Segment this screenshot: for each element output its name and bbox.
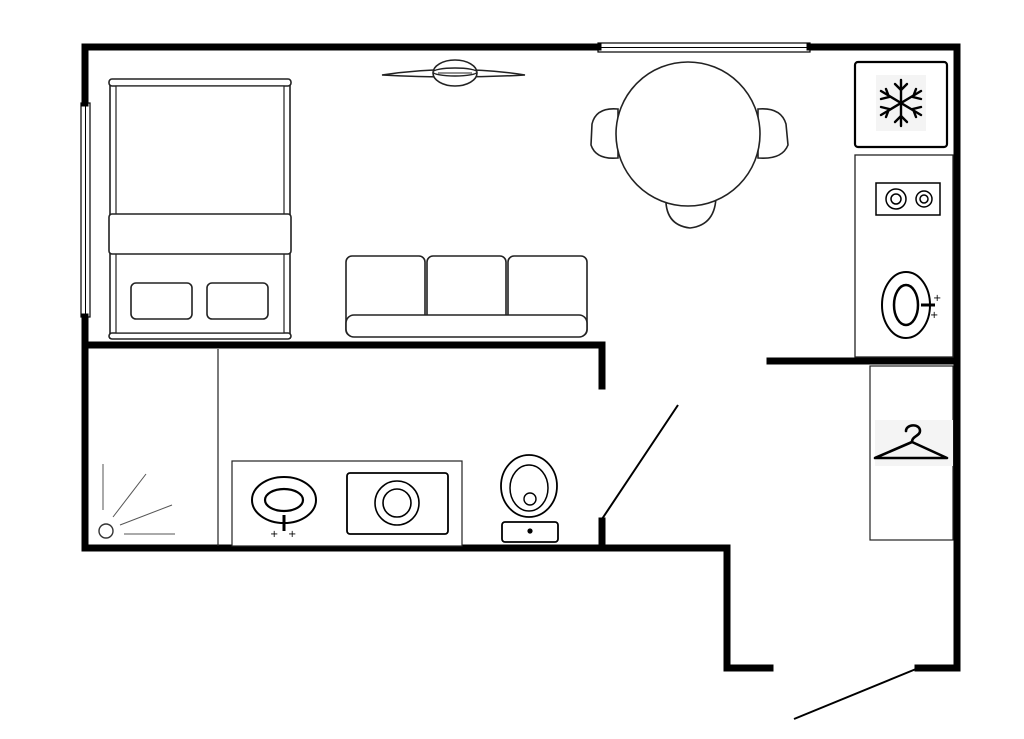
svg-text:+: +: [930, 310, 938, 321]
kitchen-sink: + +: [881, 271, 941, 339]
double-bed: [108, 78, 292, 340]
clothes-rail: [873, 420, 953, 466]
west-window: [80, 102, 91, 318]
washing-machine: [346, 472, 449, 535]
entry-door: [793, 668, 917, 720]
walls: [81, 43, 961, 672]
ceiling-fan: [381, 59, 526, 87]
refrigerator: [853, 60, 949, 149]
bathroom-sink: + +: [251, 476, 317, 540]
hanger-icon: [873, 424, 949, 460]
north-window: [597, 42, 811, 53]
svg-text:+: +: [288, 529, 296, 540]
bathroom-door: [601, 404, 679, 520]
toilet: [500, 454, 559, 543]
dining-chair: [590, 107, 619, 160]
round-dining-table: [615, 61, 761, 207]
svg-text:+: +: [933, 293, 941, 304]
svg-text:+: +: [270, 529, 278, 540]
three-seat-sofa: [345, 255, 588, 338]
shower: [98, 349, 219, 546]
snowflake-icon: [879, 78, 923, 128]
cooktop: [875, 182, 941, 216]
dining-chair: [757, 107, 789, 160]
